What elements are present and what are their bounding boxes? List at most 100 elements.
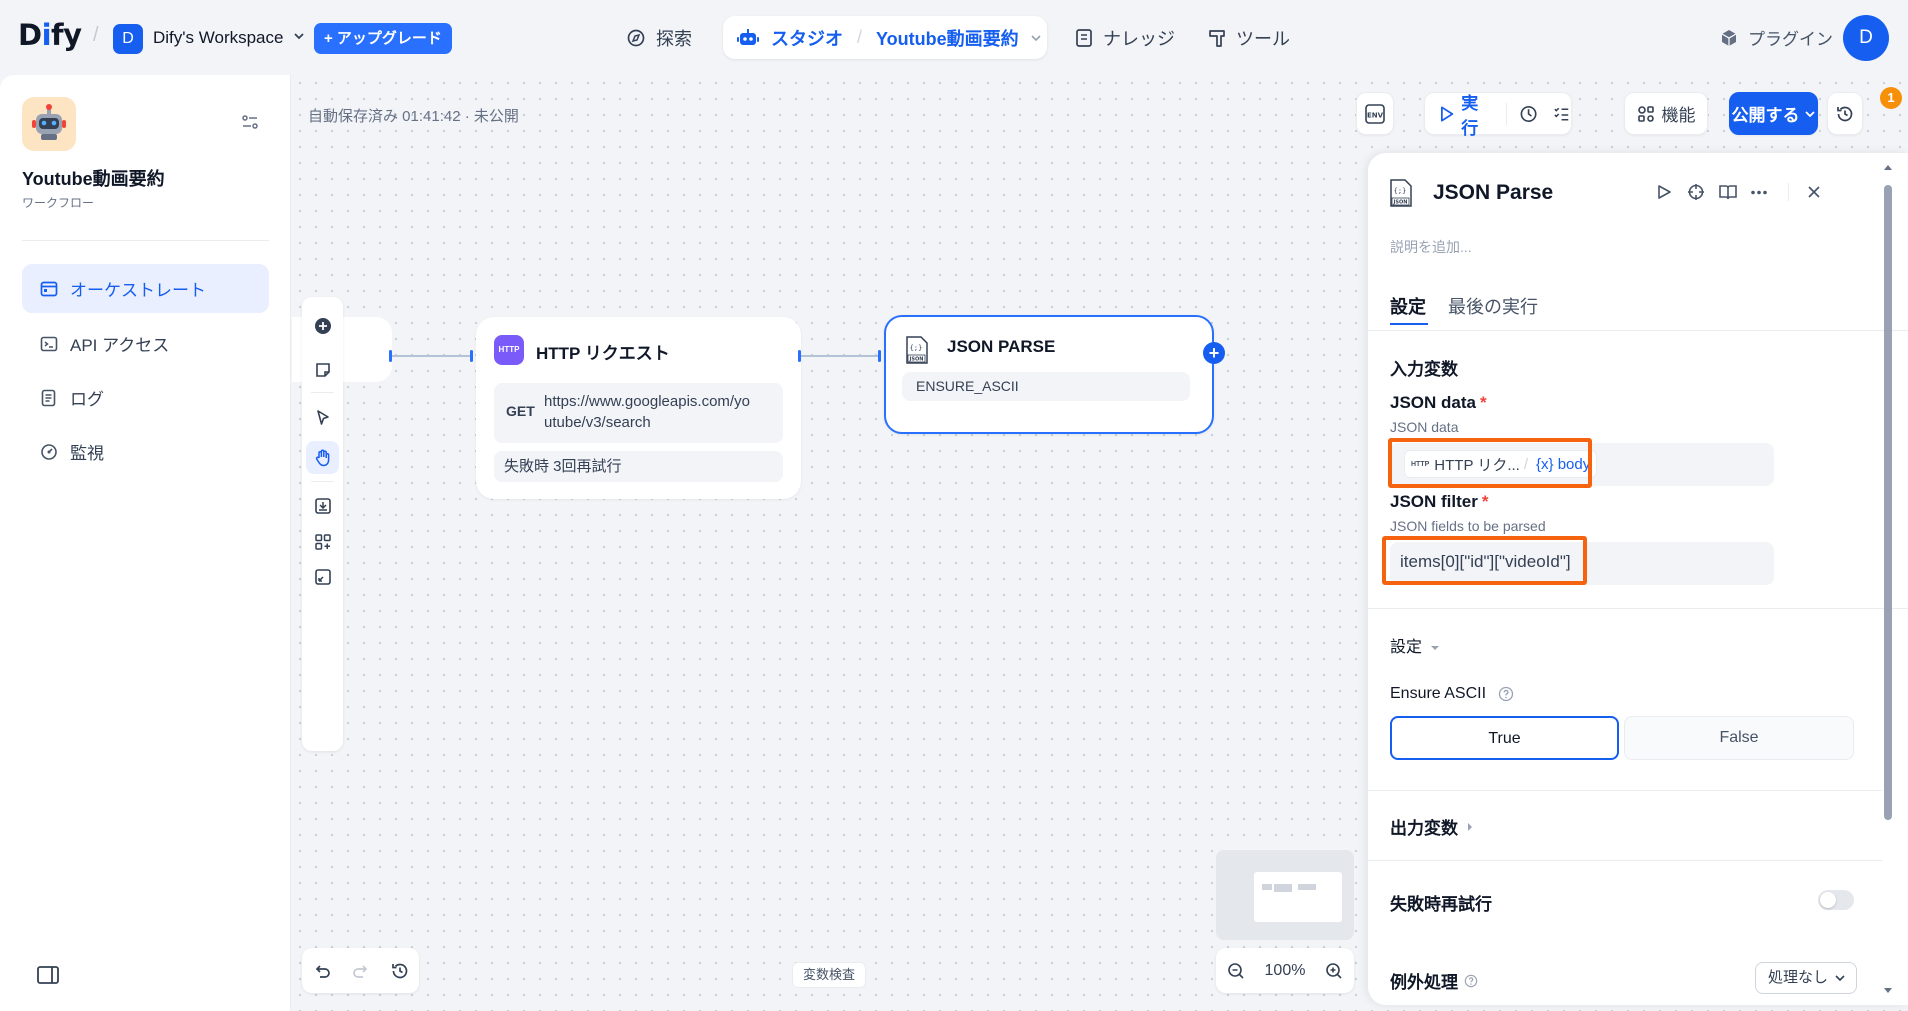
zoom-out-icon[interactable]: [1226, 961, 1246, 981]
features-button[interactable]: 機能: [1624, 92, 1708, 135]
minimap-viewport[interactable]: [1254, 872, 1342, 922]
divider: [1505, 102, 1507, 125]
divider: [311, 481, 334, 482]
sidebar-toggle-icon[interactable]: [37, 965, 59, 985]
required-mark: *: [1481, 492, 1489, 511]
ensure-ascii-true-option[interactable]: True: [1390, 716, 1619, 760]
sidebar-item-orchestrate[interactable]: オーケストレート: [22, 264, 269, 313]
highlight-box: [1388, 438, 1592, 488]
variable-inspect-button[interactable]: 変数検査: [792, 962, 867, 988]
workspace-name[interactable]: Dify's Workspace: [153, 28, 284, 47]
checklist-icon[interactable]: [1552, 104, 1571, 124]
history-icon[interactable]: [390, 961, 410, 981]
sidebar-item-label: 監視: [70, 444, 104, 463]
highlight-box: [1382, 536, 1587, 585]
error-handling-text: 例外処理: [1390, 973, 1458, 992]
play-icon[interactable]: [1439, 105, 1454, 123]
output-vars-collapse[interactable]: 出力変数: [1390, 814, 1474, 839]
maximize-canvas-button[interactable]: [306, 560, 339, 593]
add-note-button[interactable]: [306, 353, 339, 386]
export-image-button[interactable]: [306, 489, 339, 522]
checklist-badge: 1: [1880, 87, 1902, 109]
app-settings-icon[interactable]: [241, 113, 259, 131]
json-parse-node[interactable]: {;}JSON JSON PARSE ENSURE_ASCII: [884, 315, 1214, 434]
nav-explore-label: 探索: [656, 28, 692, 49]
redo-icon[interactable]: [351, 961, 371, 981]
app-sidebar: Youtube動画要約 ワークフロー オーケストレート API アクセス ログ …: [0, 75, 291, 1011]
scrollbar-thumb[interactable]: [1884, 185, 1892, 820]
svg-text:JSON: JSON: [909, 357, 924, 363]
tab-settings[interactable]: 設定: [1390, 297, 1426, 317]
zoom-in-icon[interactable]: [1324, 961, 1344, 981]
more-icon[interactable]: [1750, 190, 1768, 195]
help-circle-icon[interactable]: [1464, 974, 1478, 988]
maximize-icon: [314, 568, 331, 585]
error-handling-select[interactable]: 処理なし: [1755, 962, 1857, 994]
chevron-down-icon[interactable]: [1029, 31, 1043, 45]
tab-last-run[interactable]: 最後の実行: [1448, 297, 1538, 317]
add-node-icon[interactable]: +: [1203, 342, 1225, 364]
nav-studio[interactable]: スタジオ / Youtube動画要約: [723, 16, 1047, 59]
docs-book-icon[interactable]: [1718, 183, 1738, 201]
publish-button[interactable]: 公開する: [1729, 92, 1818, 135]
divider: [1368, 790, 1882, 791]
json-file-icon: {;}JSON: [906, 336, 928, 364]
dify-logo[interactable]: Dify: [18, 18, 82, 52]
ensure-ascii-false-option[interactable]: False: [1624, 716, 1854, 760]
retry-field: 失敗時 3回再試行: [494, 451, 783, 482]
zoom-level[interactable]: 100%: [1264, 961, 1306, 979]
hand-mode-button[interactable]: [306, 441, 339, 474]
env-button[interactable]: ENV: [1356, 92, 1394, 135]
retry-toggle[interactable]: [1818, 890, 1854, 910]
minimap[interactable]: [1216, 850, 1354, 940]
sidebar-item-monitoring[interactable]: 監視: [22, 427, 269, 476]
json-data-variable-selector[interactable]: HTTP HTTP リク... / {x} body: [1390, 443, 1774, 486]
divider: [1368, 608, 1908, 609]
error-handling-value: 処理なし: [1768, 969, 1829, 986]
nav-explore[interactable]: 探索: [626, 17, 692, 58]
output-vars-label: 出力変数: [1390, 819, 1458, 838]
help-circle-icon[interactable]: [1498, 686, 1514, 702]
nav-tools[interactable]: ツール: [1208, 17, 1290, 58]
divider: [1788, 183, 1789, 201]
node-handle[interactable]: [389, 350, 392, 362]
upgrade-button[interactable]: + アップグレード: [314, 23, 452, 54]
pointer-mode-button[interactable]: [306, 401, 339, 434]
node-handle[interactable]: [470, 350, 473, 362]
undo-icon[interactable]: [312, 961, 332, 981]
description-input[interactable]: 説明を追加...: [1390, 239, 1472, 255]
nav-studio-label: スタジオ: [771, 28, 843, 49]
history-run-icon[interactable]: [1519, 104, 1538, 124]
cursor-icon: [316, 409, 329, 425]
node-handle[interactable]: [878, 350, 881, 362]
settings-collapse[interactable]: 設定: [1390, 633, 1440, 657]
app-icon: [22, 97, 76, 151]
add-block-button[interactable]: [306, 309, 339, 342]
json-filter-sub: JSON fields to be parsed: [1390, 518, 1546, 534]
version-history-button[interactable]: [1827, 92, 1863, 135]
note-icon: [315, 362, 330, 377]
variable-tag[interactable]: HTTP HTTP リク... / {x} body: [1404, 450, 1598, 478]
run-button[interactable]: 実行: [1461, 93, 1479, 138]
nav-plugins[interactable]: プラグイン: [1719, 25, 1833, 50]
run-node-icon[interactable]: [1655, 183, 1673, 201]
http-request-node[interactable]: HTTP HTTP リクエスト GET https://www.googleap…: [476, 317, 801, 499]
organize-blocks-button[interactable]: [306, 525, 339, 558]
close-icon[interactable]: [1807, 185, 1821, 199]
user-avatar[interactable]: D: [1843, 15, 1889, 61]
sidebar-item-logs[interactable]: ログ: [22, 373, 269, 422]
chevron-down-icon[interactable]: [292, 29, 306, 43]
scroll-down-icon[interactable]: [1883, 985, 1893, 995]
sidebar-item-api-access[interactable]: API アクセス: [22, 319, 269, 368]
compass-icon: [627, 29, 645, 46]
node-handle[interactable]: [798, 350, 801, 362]
minimap-node: [1298, 884, 1316, 890]
panel-title[interactable]: JSON Parse: [1433, 181, 1554, 204]
nav-knowledge[interactable]: ナレッジ: [1075, 17, 1175, 58]
log-icon: [41, 389, 56, 406]
json-filter-input[interactable]: items[0]["id"]["videoId"]: [1390, 542, 1774, 585]
current-app-name[interactable]: Youtube動画要約: [876, 28, 1019, 49]
scroll-up-icon[interactable]: [1883, 163, 1893, 173]
crosshair-icon[interactable]: [1687, 183, 1705, 201]
node-title: HTTP リクエスト: [536, 344, 670, 363]
